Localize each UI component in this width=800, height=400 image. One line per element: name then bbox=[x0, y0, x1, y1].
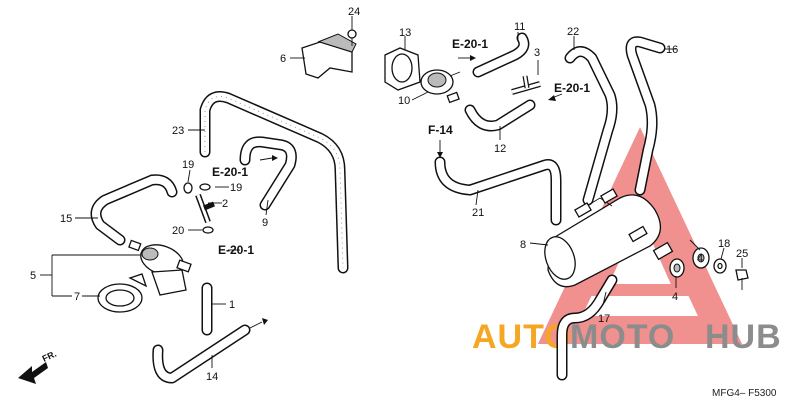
bracket-6-lower bbox=[151, 269, 187, 296]
front-marker: FR. bbox=[41, 349, 58, 364]
callout-12: 12 bbox=[494, 143, 506, 155]
callout-labels: 24 6 13 10 11 3 22 16 12 23 19 19 2 20 9… bbox=[30, 6, 748, 383]
collar-4a bbox=[692, 247, 710, 269]
callout-19a: 19 bbox=[182, 159, 194, 171]
callout-7: 7 bbox=[74, 291, 80, 303]
bracket-13 bbox=[384, 47, 421, 91]
callout-20: 20 bbox=[172, 225, 184, 237]
reference-codes: E-20-1 E-20-1 E-20-1 E-20-1 F-14 bbox=[212, 37, 590, 257]
reference-arrows bbox=[228, 55, 563, 329]
callout-4-lower: 4 bbox=[672, 291, 678, 303]
callout-24: 24 bbox=[348, 6, 360, 18]
parts bbox=[97, 29, 749, 313]
joint-2 bbox=[195, 193, 215, 224]
bracket-6-upper bbox=[301, 33, 357, 79]
callout-13: 13 bbox=[399, 27, 411, 39]
callout-17: 17 bbox=[598, 313, 610, 325]
callout-11: 11 bbox=[514, 21, 525, 33]
canister-8 bbox=[544, 188, 674, 288]
bolt-25 bbox=[735, 269, 749, 290]
callout-14: 14 bbox=[206, 371, 218, 383]
callout-3: 3 bbox=[534, 47, 540, 59]
leader-lines bbox=[40, 16, 743, 368]
callout-18: 18 bbox=[718, 238, 730, 250]
callout-10: 10 bbox=[398, 95, 410, 107]
watermark-hub: HUB bbox=[705, 318, 782, 356]
ref-f-14: F-14 bbox=[428, 123, 453, 137]
ref-e-20-1-right: E-20-1 bbox=[554, 81, 590, 95]
clip-19a bbox=[183, 182, 193, 194]
front-direction-icon bbox=[18, 362, 48, 384]
callout-2: 2 bbox=[222, 198, 228, 210]
ref-e-20-1-left: E-20-1 bbox=[218, 243, 254, 257]
watermark-moto: MOTO bbox=[570, 318, 675, 356]
callout-1: 1 bbox=[229, 299, 235, 311]
ref-e-20-1-center: E-20-1 bbox=[212, 165, 248, 179]
callout-4-upper: 4 bbox=[697, 253, 703, 265]
clamp-7 bbox=[97, 273, 148, 313]
collar-4b bbox=[669, 258, 685, 278]
callout-5: 5 bbox=[30, 270, 36, 282]
washer-18 bbox=[713, 258, 727, 274]
callout-9: 9 bbox=[262, 217, 268, 229]
clip-20 bbox=[202, 226, 214, 234]
callout-22: 22 bbox=[567, 26, 579, 38]
callout-15: 15 bbox=[60, 213, 72, 225]
callout-21: 21 bbox=[472, 207, 484, 219]
callout-16: 16 bbox=[666, 44, 678, 56]
clip-19b bbox=[199, 183, 211, 191]
watermark-auto: AUTO bbox=[472, 318, 572, 356]
callout-19b: 19 bbox=[230, 182, 242, 194]
callout-6-upper: 6 bbox=[280, 53, 286, 65]
hoses bbox=[90, 32, 666, 384]
ref-e-20-1-top: E-20-1 bbox=[452, 37, 488, 51]
callout-23: 23 bbox=[172, 125, 184, 137]
purge-valve-10 bbox=[420, 69, 461, 104]
drawing-code: MFG4– F5300 bbox=[712, 388, 777, 399]
callout-25: 25 bbox=[736, 248, 748, 260]
tee-joint-3 bbox=[511, 75, 541, 95]
callout-8: 8 bbox=[520, 239, 526, 251]
